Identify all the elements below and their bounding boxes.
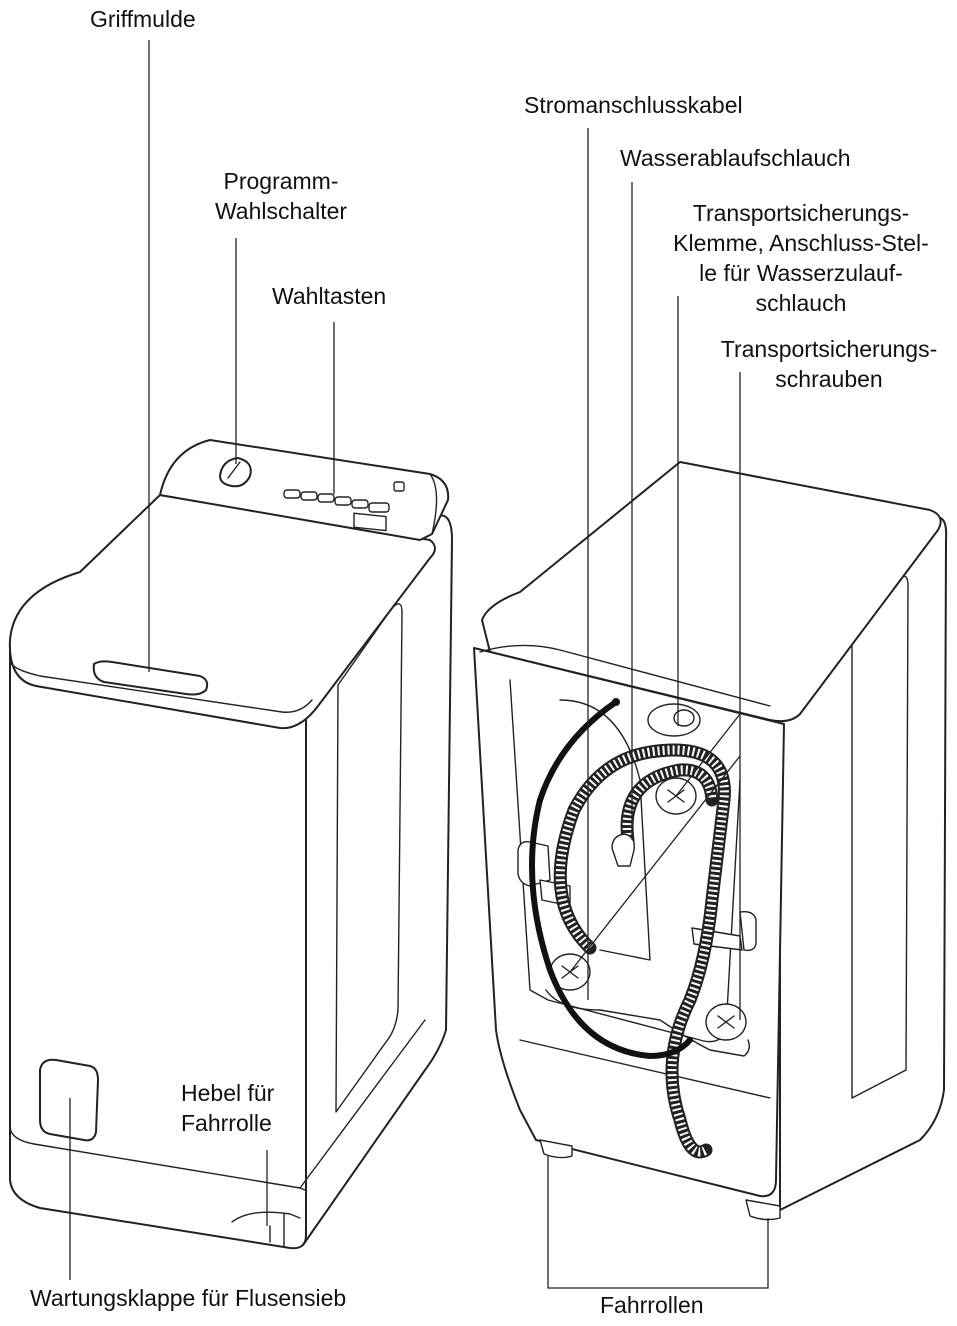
label-hebel-fahrrolle: Hebel für Fahrrolle bbox=[181, 1078, 274, 1138]
label-wahltasten: Wahltasten bbox=[272, 283, 387, 309]
label-schrauben-line1: Transportsicherungs- bbox=[720, 336, 938, 362]
label-programm-line1: Programm- bbox=[223, 168, 339, 194]
front-machine bbox=[8, 439, 453, 1250]
label-wartungsklappe: Wartungsklappe für Flusensieb bbox=[30, 1285, 347, 1311]
wheel-icon bbox=[745, 1199, 781, 1221]
label-hebel-line2: Fahrrolle bbox=[181, 1110, 272, 1136]
label-klemme-line2: Klemme, Anschluss-Stel- bbox=[673, 230, 929, 256]
label-wasserablaufschlauch: Wasserablaufschlauch bbox=[620, 145, 851, 171]
label-stromanschlusskabel: Stromanschlusskabel bbox=[524, 92, 743, 118]
label-programm-line2: Wahlschalter bbox=[214, 198, 348, 224]
label-transportsicherungs-klemme: Transportsicherungs- Klemme, Anschluss-S… bbox=[646, 198, 956, 318]
program-knob-icon bbox=[219, 457, 252, 488]
label-transportsicherungs-schrauben: Transportsicherungs- schrauben bbox=[700, 334, 957, 394]
wheel-icon bbox=[539, 1139, 573, 1159]
label-klemme-line1: Transportsicherungs- bbox=[692, 200, 910, 226]
label-fahrrollen: Fahrrollen bbox=[600, 1292, 704, 1318]
rear-machine bbox=[473, 461, 948, 1221]
label-griffmulde: Griffmulde bbox=[90, 6, 196, 32]
label-programm-wahlschalter: Programm- Wahlschalter bbox=[196, 166, 366, 226]
label-klemme-line4: schlauch bbox=[755, 290, 847, 316]
label-klemme-line3: le für Wasserzulauf- bbox=[699, 260, 903, 286]
label-hebel-line1: Hebel für bbox=[181, 1080, 275, 1106]
label-schrauben-line2: schrauben bbox=[775, 366, 883, 392]
handle-recess-icon bbox=[92, 660, 209, 696]
selection-buttons-icon bbox=[283, 489, 390, 513]
service-flap-icon bbox=[39, 1058, 99, 1142]
hose-clip-icon bbox=[611, 833, 635, 867]
leader-lines bbox=[69, 40, 769, 1289]
transport-screw-icon bbox=[705, 1003, 747, 1041]
